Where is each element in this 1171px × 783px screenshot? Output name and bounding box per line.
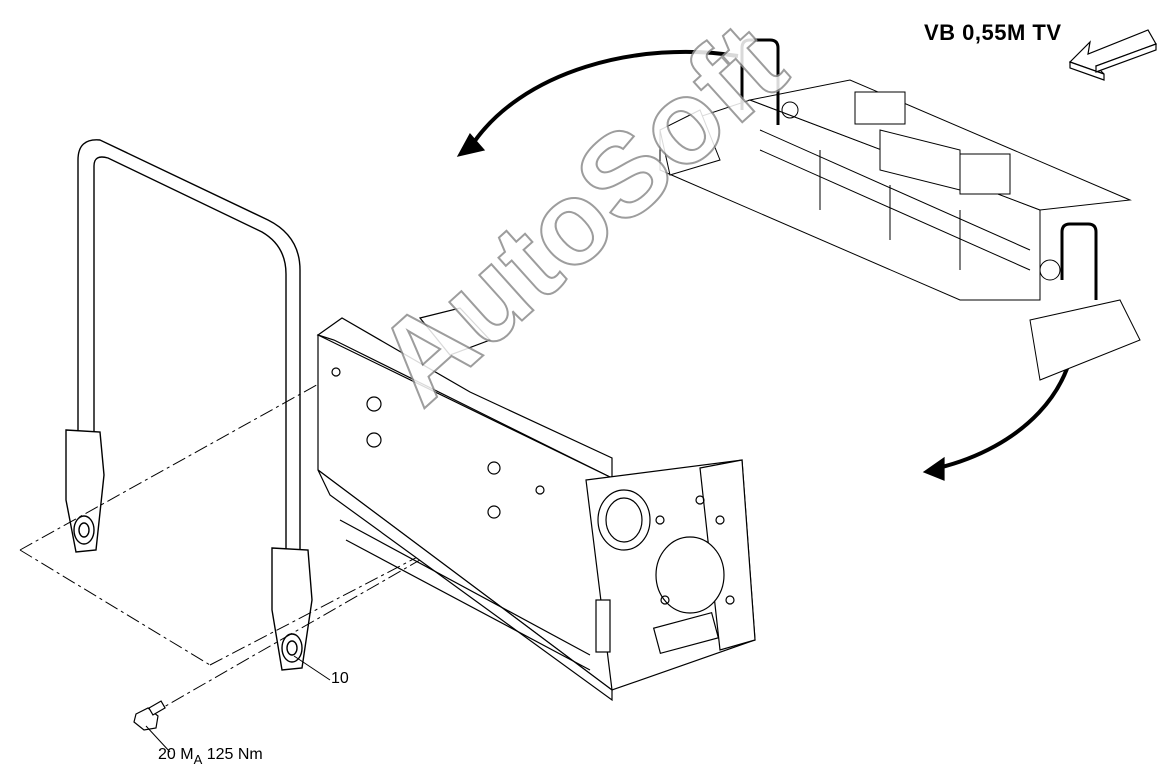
bolt-part-20 bbox=[133, 700, 166, 731]
torque-subscript: A bbox=[193, 752, 203, 767]
screed-extension-frame bbox=[316, 307, 756, 702]
callout-part-10: 10 bbox=[331, 670, 349, 687]
screed-assembly-overview bbox=[659, 38, 1141, 381]
direction-arrow-icon bbox=[1068, 29, 1157, 81]
leader-lines bbox=[145, 655, 331, 753]
rotation-arrow-upper bbox=[456, 49, 739, 157]
torque-value: 125 Nm bbox=[206, 746, 263, 763]
lifting-handle-part-10 bbox=[65, 139, 313, 671]
callout-part-20: 20 MA 125 Nm bbox=[158, 746, 263, 767]
model-label: VB 0,55M TV bbox=[924, 20, 1062, 45]
torque-symbol: M bbox=[180, 746, 194, 763]
callout-part-20-number: 20 bbox=[158, 746, 176, 763]
